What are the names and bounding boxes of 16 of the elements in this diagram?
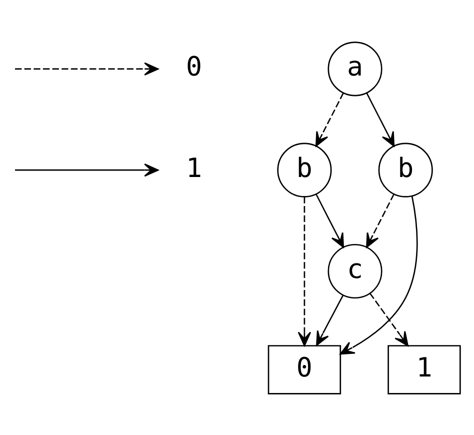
arrow [316, 294, 344, 346]
arrow [316, 193, 344, 248]
arrow [340, 196, 418, 354]
node-circle: a [328, 41, 382, 96]
arrow [366, 193, 394, 248]
node-circle: b [277, 142, 332, 197]
arrow [298, 196, 312, 346]
arrow [366, 92, 395, 146]
legend-label: 0 [186, 51, 202, 82]
arrow [315, 92, 344, 146]
node-circle: b [378, 142, 433, 197]
node-circle: c [328, 243, 382, 298]
legend-label: 1 [186, 152, 202, 184]
node-box: 1 [388, 344, 461, 394]
arrow [370, 292, 408, 346]
node-box: 0 [268, 344, 342, 394]
